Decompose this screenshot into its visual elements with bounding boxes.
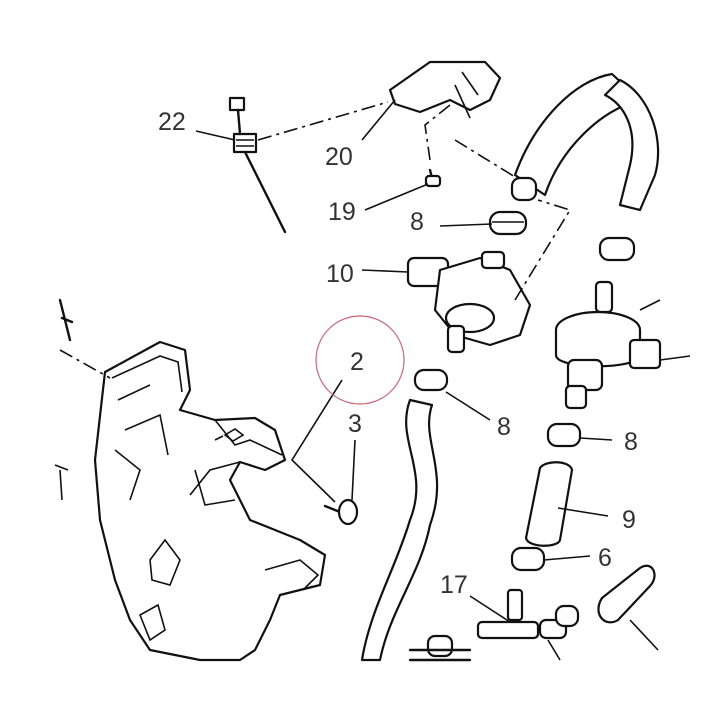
lower-hose: [360, 368, 449, 662]
callout-6: 6: [598, 544, 612, 572]
screw-19: [424, 168, 442, 188]
leader-17: [469, 595, 511, 623]
leader-8b: [445, 391, 491, 421]
clamp-6: [510, 546, 546, 572]
leader-3: [351, 439, 356, 501]
hose-clamp-8-right: [546, 422, 582, 448]
callout-9: 9: [622, 506, 636, 534]
leader-6: [543, 555, 591, 561]
top-hose: [510, 72, 660, 212]
mounting-bracket: [54, 298, 327, 662]
leader-8c: [579, 437, 613, 441]
callout-2: 2: [350, 348, 364, 376]
cable-tie: [228, 96, 287, 234]
callout-17: 17: [440, 571, 468, 599]
leader-19: [364, 183, 429, 211]
callout-highlight-2: [315, 315, 405, 405]
leader-22: [195, 130, 236, 141]
filter-assembly: [554, 236, 691, 410]
leader-dash-20: [424, 104, 521, 181]
callout-3: 3: [348, 410, 362, 438]
callout-8-middle: 8: [497, 413, 511, 441]
leader-dash-10: [514, 199, 572, 301]
callout-10: 10: [326, 260, 354, 288]
tee-fitting-17: [408, 564, 659, 662]
leader-2: [290, 379, 343, 503]
leader-dash-22: [257, 101, 389, 141]
leader-10: [361, 269, 409, 273]
screw-3: [323, 498, 359, 526]
callout-8-top: 8: [410, 208, 424, 236]
solenoid-valve-10: [406, 250, 532, 354]
leader-8a: [439, 223, 493, 227]
callout-22: 22: [158, 108, 186, 136]
plate-20: [388, 60, 502, 119]
hose-9: [524, 461, 574, 547]
leader-20: [361, 99, 396, 141]
callout-19: 19: [328, 198, 356, 226]
callout-8-right: 8: [624, 428, 638, 456]
leader-9: [557, 507, 609, 517]
leader-dash-bracket: [59, 349, 111, 379]
hose-clamp-8-top: [488, 210, 528, 236]
callout-20: 20: [325, 143, 353, 171]
